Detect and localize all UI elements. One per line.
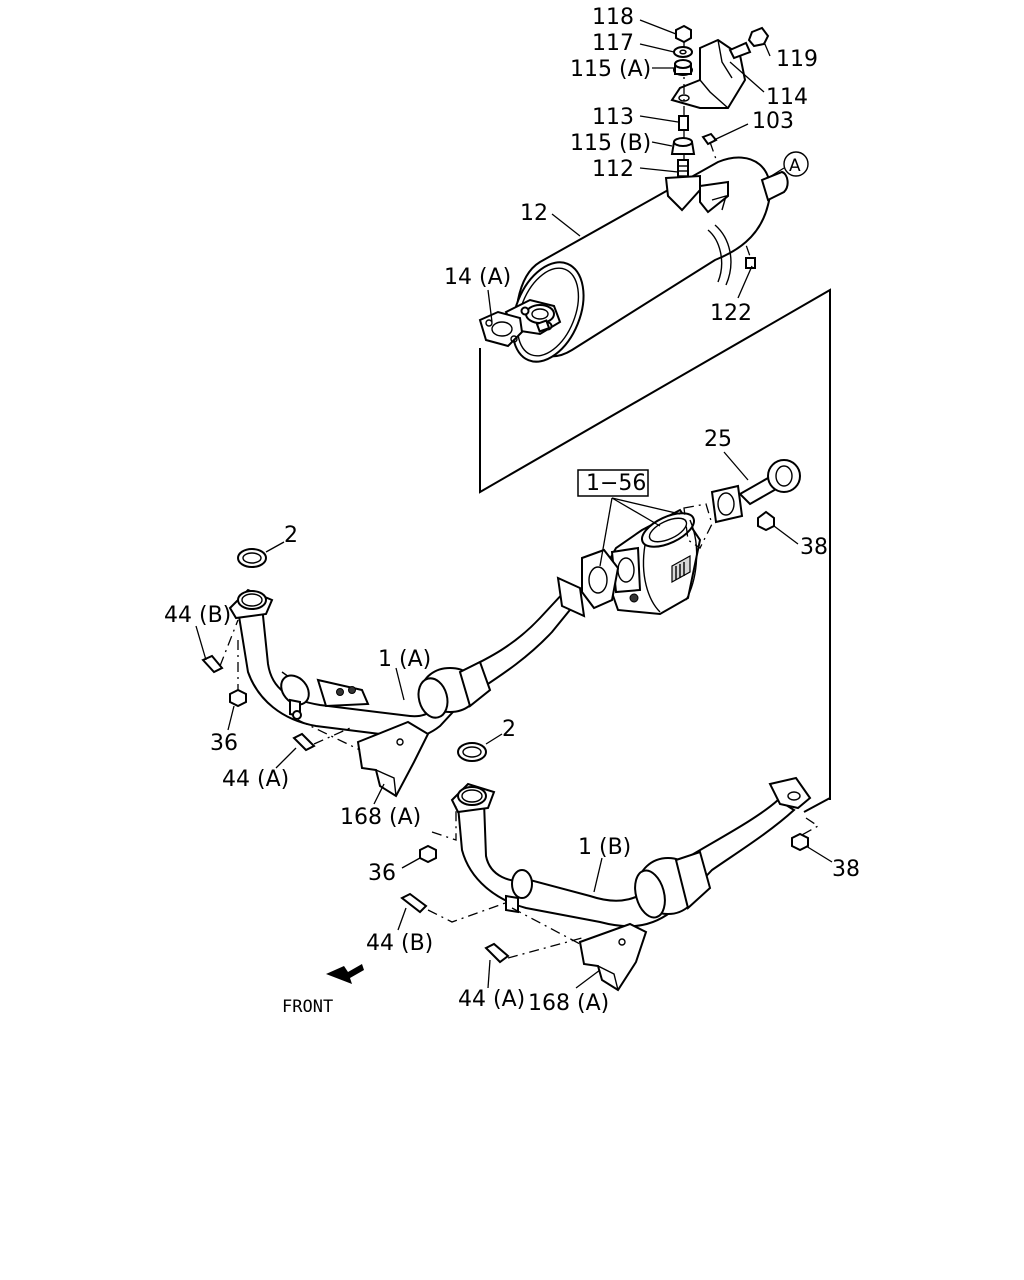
label-118: 118 [592, 5, 634, 30]
stud-122 [745, 257, 756, 269]
label-36-top: 36 [210, 731, 238, 756]
label-122: 122 [710, 301, 752, 326]
bracket-168a-bottom [511, 907, 648, 992]
bolt-119 [728, 26, 770, 60]
label-14a: 14 (A) [444, 265, 511, 290]
nut-36-bottom [419, 806, 457, 864]
label-113: 113 [592, 105, 634, 130]
label-1a: 1 (A) [378, 647, 431, 672]
gasket-2-top [237, 548, 267, 568]
nut-36-top [229, 640, 247, 708]
exhaust-pipe-1b [450, 776, 812, 928]
gasket-14a [478, 310, 524, 348]
converter-1-56 [602, 508, 702, 616]
gasket-front-converter [581, 548, 620, 610]
label-119: 119 [776, 47, 818, 72]
rubber-mount-115b [670, 137, 696, 155]
front-arrow-icon [326, 964, 364, 984]
label-25: 25 [704, 427, 732, 452]
label-1-56: 1−56 [586, 471, 646, 496]
circle-a-marker: A [767, 151, 809, 179]
bolt-103 [701, 132, 753, 263]
leader-lines [195, 19, 833, 989]
label-36-bottom: 36 [368, 861, 396, 886]
bracket-168a-top [297, 719, 430, 798]
rubber-mount-115a [673, 59, 693, 76]
label-44a-bottom: 44 (A) [458, 987, 525, 1012]
label-168a-bottom: 168 (A) [528, 991, 609, 1016]
label-115a: 115 (A) [570, 57, 651, 82]
label-2-bottom: 2 [502, 717, 516, 742]
label-38-bottom: 38 [832, 857, 860, 882]
label-44b-bottom: 44 (B) [366, 931, 433, 956]
bolt-44a-top [292, 727, 351, 752]
label-117: 117 [592, 31, 634, 56]
label-1-56-box: 1−56 [577, 469, 649, 497]
bolt-44b-bottom [400, 892, 509, 923]
label-168a-top: 168 (A) [340, 805, 421, 830]
label-2-top: 2 [284, 523, 298, 548]
label-38-top: 38 [800, 535, 828, 560]
washer-117 [673, 46, 693, 58]
collar-113 [678, 115, 689, 131]
label-44b-top: 44 (B) [164, 603, 231, 628]
pipe-25 [710, 459, 801, 524]
label-circle-a: A [789, 156, 801, 176]
nut-118 [675, 24, 692, 44]
grouping-bracket-right [803, 360, 831, 813]
grouping-bracket-upper [479, 288, 831, 494]
gasket-2-bottom [457, 742, 487, 762]
exhaust-pipe-1a [228, 576, 586, 740]
label-112: 112 [592, 157, 634, 182]
label-front: FRONT [282, 997, 333, 1017]
bolt-44a-bottom [484, 937, 583, 964]
label-103: 103 [752, 109, 794, 134]
label-114: 114 [766, 85, 808, 110]
label-12: 12 [520, 201, 548, 226]
label-115b: 115 (B) [570, 131, 651, 156]
label-1b: 1 (B) [578, 835, 631, 860]
bolt-44b-top [201, 619, 239, 674]
nut-38-bottom [791, 817, 820, 852]
label-44a-top: 44 (A) [222, 767, 289, 792]
nut-38-top [757, 510, 775, 532]
gasket-rear-converter [683, 503, 713, 549]
